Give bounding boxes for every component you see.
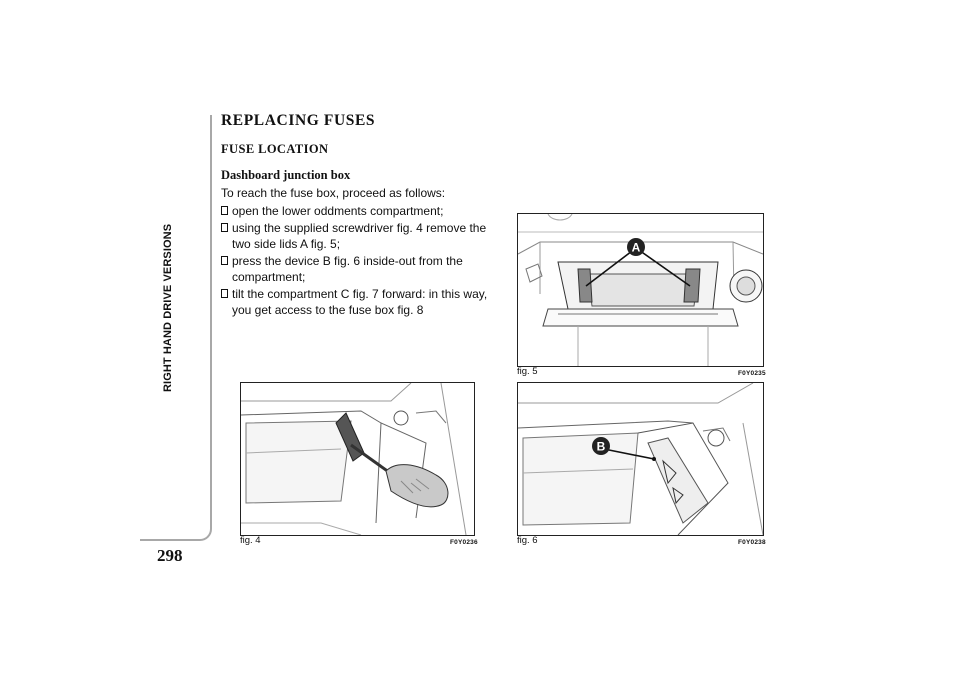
callout-b-label: B <box>597 440 606 454</box>
step-text: tilt the compartment C fig. 7 forward: i… <box>232 287 488 317</box>
instructions: To reach the fuse box, proceed as follow… <box>221 186 503 318</box>
intro-text: To reach the fuse box, proceed as follow… <box>221 186 446 200</box>
fig6-code: F0Y0238 <box>738 539 766 546</box>
callout-a-label: A <box>632 241 641 255</box>
fig5-caption: fig. 5 <box>517 366 538 377</box>
figure-4-illustration <box>240 382 475 536</box>
sub-heading: Dashboard junction box <box>221 168 351 182</box>
fig4-caption: fig. 4 <box>240 535 261 546</box>
step-item: tilt the compartment C fig. 7 forward: i… <box>221 287 503 318</box>
section-sidebar-frame <box>140 115 212 541</box>
fig4-code: F0Y0236 <box>450 539 478 546</box>
step-item: open the lower oddments compartment; <box>221 204 503 220</box>
section-subtitle: FUSE LOCATION <box>221 142 329 156</box>
figure-5-illustration: A <box>517 213 764 367</box>
step-text: open the lower oddments compartment; <box>232 203 444 218</box>
fig6-caption: fig. 6 <box>517 535 538 546</box>
page-number: 298 <box>157 546 183 565</box>
section-tab-label: RIGHT HAND DRIVE VERSIONS <box>162 223 174 392</box>
step-item: using the supplied screwdriver fig. 4 re… <box>221 221 503 252</box>
checkbox-bullet-icon <box>221 256 228 265</box>
figure-6-illustration: B <box>517 382 764 536</box>
page-title: REPLACING FUSES <box>221 112 376 129</box>
step-list: open the lower oddments compartment; usi… <box>221 204 503 319</box>
step-item: press the device B fig. 6 inside-out fro… <box>221 254 503 285</box>
step-text: using the supplied screwdriver fig. 4 re… <box>232 221 487 251</box>
checkbox-bullet-icon <box>221 223 228 232</box>
step-text: press the device B fig. 6 inside-out fro… <box>232 254 463 284</box>
fig5-code: F0Y0235 <box>738 370 766 377</box>
checkbox-bullet-icon <box>221 205 228 215</box>
checkbox-bullet-icon <box>221 289 228 298</box>
